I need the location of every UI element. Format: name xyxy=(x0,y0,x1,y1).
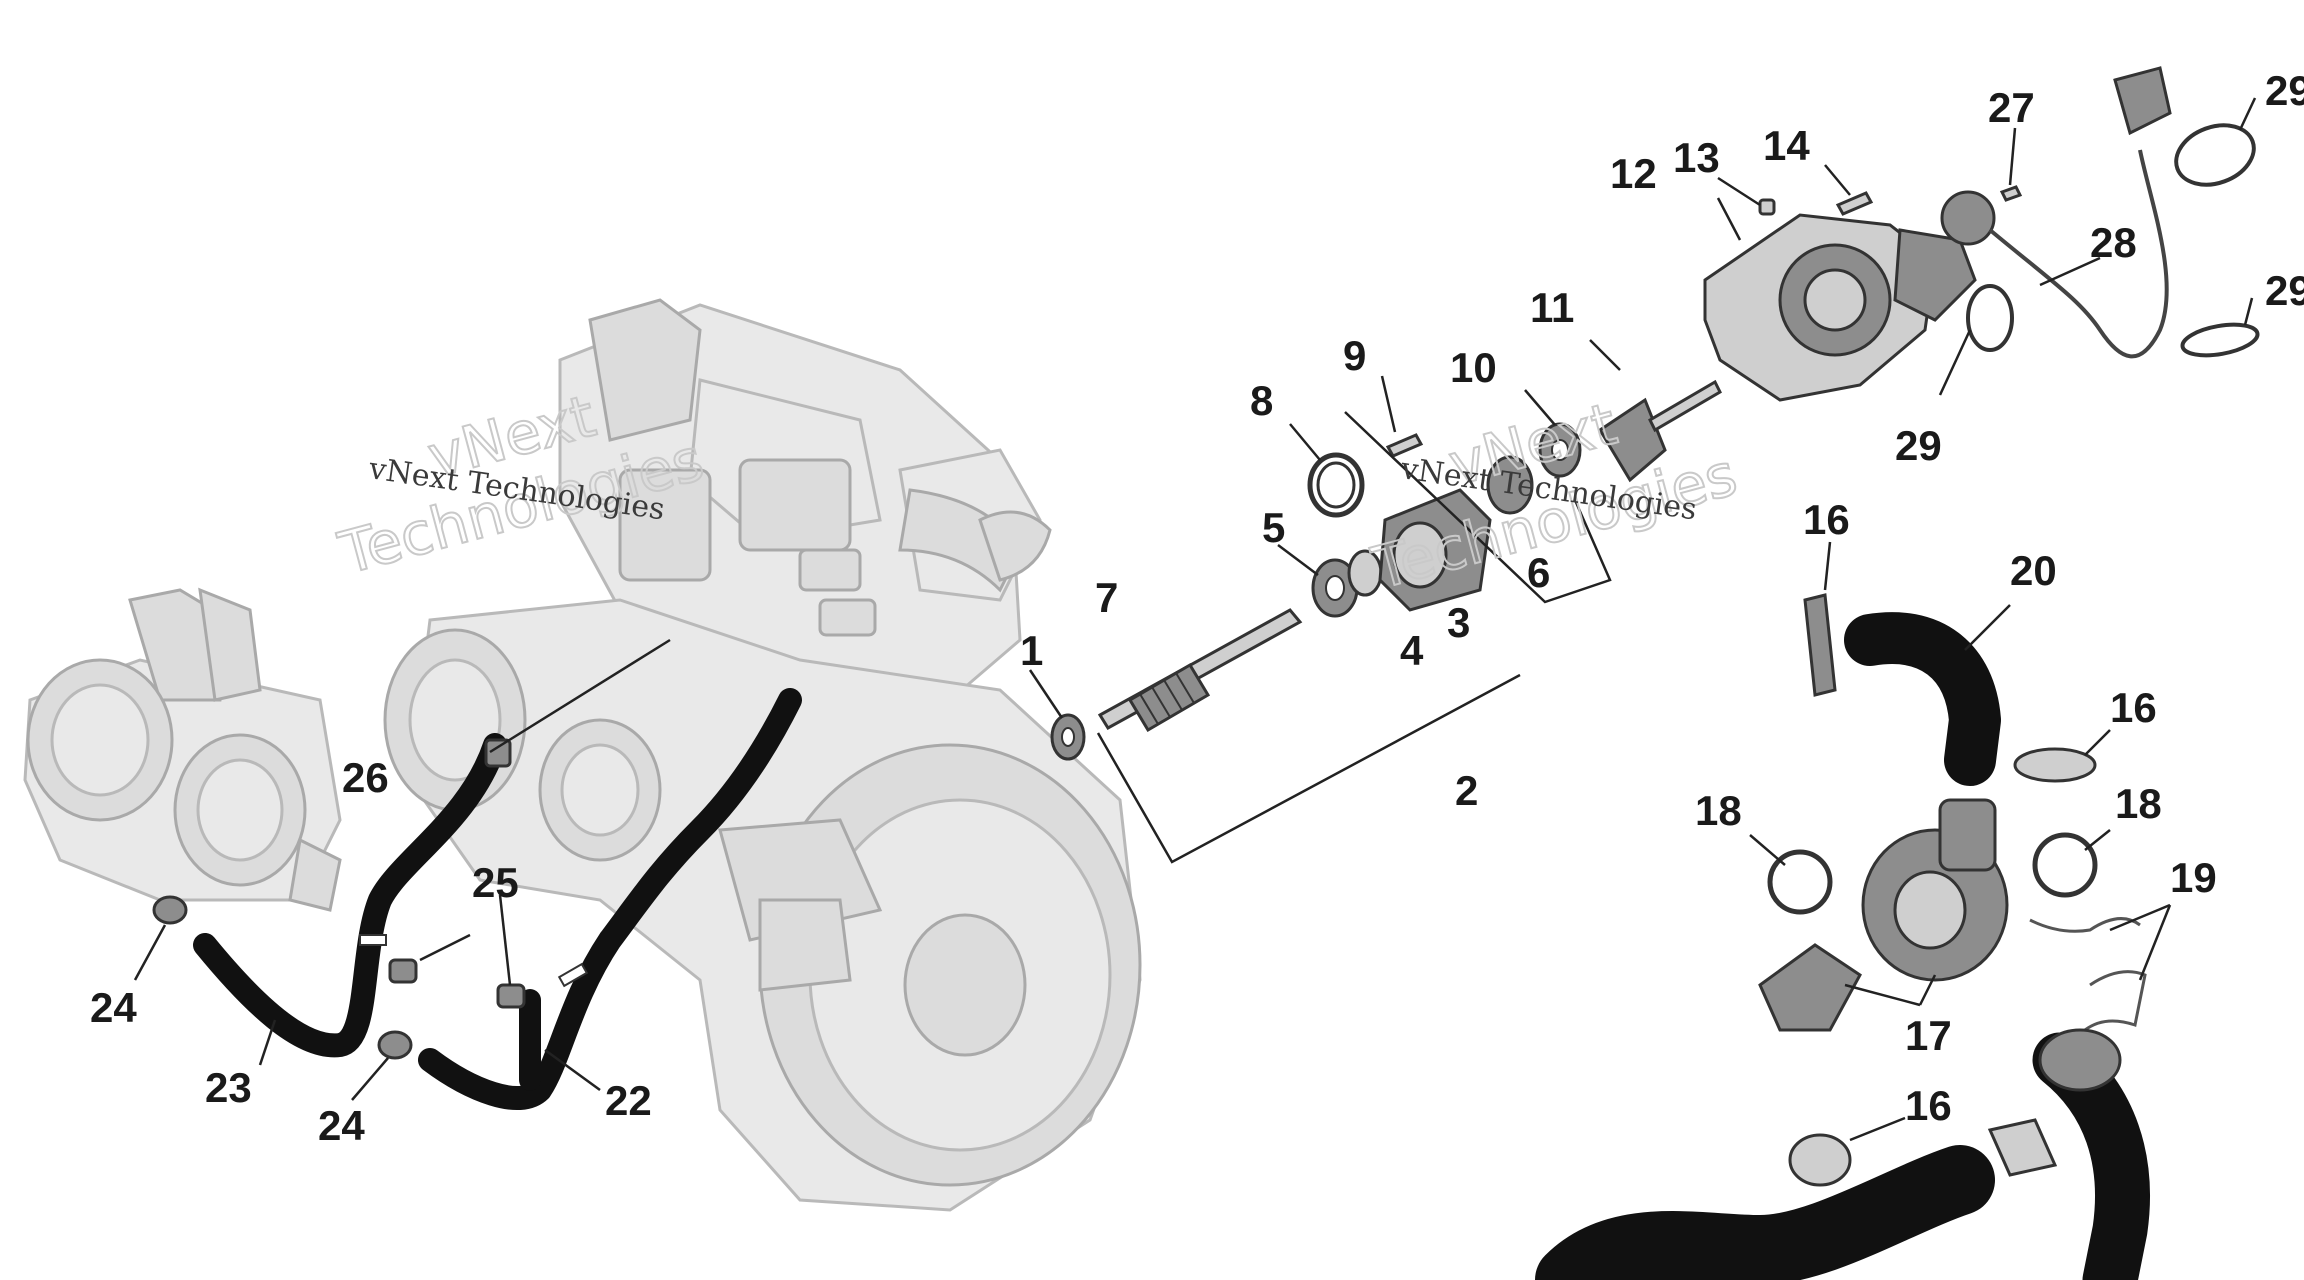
callout-13: 13 xyxy=(1673,134,1720,181)
callout-29: 29 xyxy=(2265,267,2304,314)
callout-3: 3 xyxy=(1447,599,1470,646)
callout-29: 29 xyxy=(2265,67,2304,114)
callout-12: 12 xyxy=(1610,150,1657,197)
callout-22: 22 xyxy=(605,1077,652,1124)
callout-17: 17 xyxy=(1905,1012,1952,1059)
callout-16: 16 xyxy=(1803,496,1850,543)
callout-9: 9 xyxy=(1343,332,1366,379)
callout-27: 27 xyxy=(1988,84,2035,131)
callout-7: 7 xyxy=(1095,574,1118,621)
callout-16: 16 xyxy=(2110,684,2157,731)
callout-10: 10 xyxy=(1450,344,1497,391)
callout-24: 24 xyxy=(318,1102,365,1149)
callout-14: 14 xyxy=(1763,122,1810,169)
callout-18: 18 xyxy=(1695,787,1742,834)
callout-19: 19 xyxy=(2170,854,2217,901)
callout-4: 4 xyxy=(1400,627,1424,674)
coolant-hoses xyxy=(193,688,802,1110)
callout-11: 11 xyxy=(1530,284,1574,331)
callout-25: 25 xyxy=(472,859,519,906)
callout-1: 1 xyxy=(1020,627,1043,674)
callout-5: 5 xyxy=(1262,504,1285,551)
callout-29: 29 xyxy=(1895,422,1942,469)
engine-block xyxy=(383,298,1142,1212)
callout-26: 26 xyxy=(342,754,389,801)
throttle-body-assembly xyxy=(23,587,342,912)
callout-18: 18 xyxy=(2115,780,2162,827)
hose-clamps xyxy=(152,895,526,1060)
callout-23: 23 xyxy=(205,1064,252,1111)
callout-16: 16 xyxy=(1905,1082,1952,1129)
water-pump-parts xyxy=(1050,66,2260,761)
callout-2: 2 xyxy=(1455,767,1478,814)
callout-28: 28 xyxy=(2090,219,2137,266)
leader-lines xyxy=(133,97,2257,1142)
callout-labels: 1 2 3 4 5 6 7 8 9 10 11 12 13 14 16 16 1… xyxy=(90,67,2304,1149)
thermostat-parts xyxy=(1535,593,2150,1280)
callout-24: 24 xyxy=(90,984,137,1031)
callout-20: 20 xyxy=(2010,547,2057,594)
callout-8: 8 xyxy=(1250,377,1273,424)
callout-6: 6 xyxy=(1527,549,1550,596)
